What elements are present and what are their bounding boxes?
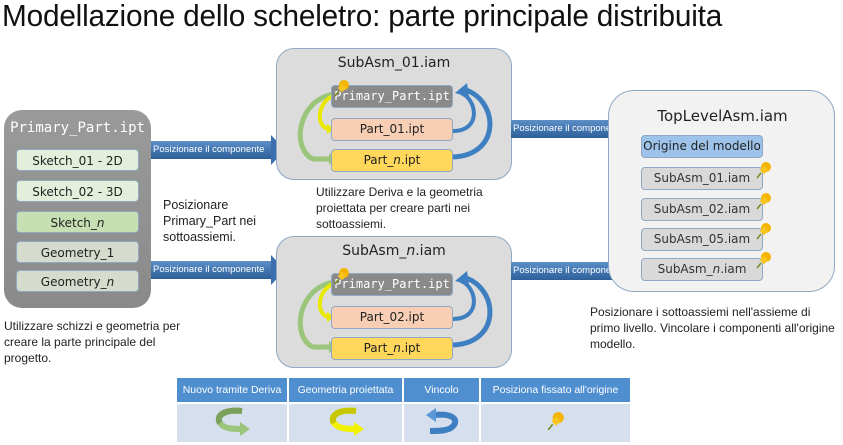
subassembly-title-suffix: .iam bbox=[415, 243, 446, 259]
item-label: Geometry_1 bbox=[40, 246, 115, 260]
pushpin-icon bbox=[334, 80, 349, 97]
geometry-1-item[interactable]: Geometry_1 bbox=[16, 241, 139, 263]
part-n-prefix: Part_ bbox=[363, 153, 394, 167]
projected-curve-icon bbox=[318, 93, 336, 131]
constraint-curve-icon-2 bbox=[452, 86, 493, 160]
legend-header-projected: Geometria proiettata bbox=[288, 378, 404, 403]
place-component-arrow-bottom-left: Posizionare il componente bbox=[151, 255, 285, 285]
part-n-item[interactable]: Part_n.ipt bbox=[331, 149, 453, 172]
part-n-suffix: .ipt bbox=[400, 341, 421, 355]
part-n-prefix: Part_ bbox=[363, 341, 394, 355]
legend-header-derive: Nuovo tramite Deriva bbox=[177, 378, 289, 403]
pushpin-icon bbox=[334, 268, 349, 285]
top-level-description: Posizionare i sottoassiemi nell'assieme … bbox=[590, 305, 835, 351]
model-origin-item[interactable]: Origine del modello bbox=[641, 135, 763, 158]
legend-header-constraint: Vincolo bbox=[403, 378, 481, 403]
subassembly-n-panel: SubAsm_n.iam Primary_Part.ipt Part_02.ip… bbox=[276, 236, 512, 368]
legend-header-grounded: Posiziona fissato all'origine bbox=[480, 378, 630, 403]
pushpin-icon bbox=[756, 252, 771, 269]
item-label-italic: n bbox=[106, 275, 115, 289]
item-label: Geometry_ bbox=[40, 275, 107, 289]
pushpin-icon bbox=[547, 411, 564, 430]
subassembly-title: SubAsm_n.iam bbox=[277, 243, 511, 259]
place-component-arrow-top-left: Posizionare il componente bbox=[151, 135, 285, 165]
arrow-label: Posizionare il componente bbox=[511, 120, 627, 138]
page-title: Modellazione dello scheletro: parte prin… bbox=[2, 0, 723, 33]
item-label: Sketch_ bbox=[50, 216, 97, 230]
relationship-curves bbox=[297, 83, 493, 165]
middle-note: Posizionare Primary_Part nei sottoassiem… bbox=[163, 198, 257, 244]
item-label-italic: n bbox=[712, 262, 721, 276]
subassembly-description: Utilizzare Deriva e la geometria proiett… bbox=[316, 185, 483, 231]
item-label: SubAsm_05.iam bbox=[653, 232, 751, 246]
derive-curve-icon bbox=[297, 279, 336, 350]
sketch-01-item[interactable]: Sketch_01 - 2D bbox=[16, 149, 139, 171]
item-label: SubAsm_02.iam bbox=[653, 202, 751, 216]
primary-part-instance[interactable]: Primary_Part.ipt bbox=[331, 85, 453, 108]
part-n-italic: n bbox=[393, 153, 401, 167]
constraint-curve-icon bbox=[452, 279, 476, 321]
arrow-label: Posizionare il componente bbox=[151, 261, 273, 279]
arrow-label: Posizionare il componente bbox=[151, 141, 273, 159]
subassembly-01-panel: SubAsm_01.iam Primary_Part.ipt Part_01.i… bbox=[276, 48, 512, 180]
part-n-item[interactable]: Part_n.ipt bbox=[331, 337, 453, 360]
part-n-suffix: .ipt bbox=[400, 153, 421, 167]
pushpin-icon bbox=[756, 223, 771, 240]
derive-curve-icon bbox=[297, 91, 336, 162]
subassembly-title-italic: n bbox=[406, 243, 416, 259]
primary-part-panel: Primary_Part.ipt Sketch_01 - 2D Sketch_0… bbox=[4, 110, 151, 308]
top-subasm-05-item[interactable]: SubAsm_05.iam bbox=[641, 228, 763, 251]
top-subasm-01-item[interactable]: SubAsm_01.iam bbox=[641, 167, 763, 190]
item-label-italic: n bbox=[96, 216, 105, 230]
primary-part-title: Primary_Part.ipt bbox=[10, 120, 145, 136]
primary-part-instance[interactable]: Primary_Part.ipt bbox=[331, 273, 453, 296]
legend-table: Nuovo tramite Deriva Geometria proiettat… bbox=[177, 378, 630, 442]
part-02-item[interactable]: Part_02.ipt bbox=[331, 306, 453, 329]
part-n-italic: n bbox=[393, 341, 401, 355]
legend-cell-derive bbox=[177, 402, 289, 442]
yellow-projected-arrow-icon bbox=[329, 407, 364, 436]
part-01-item[interactable]: Part_01.ipt bbox=[331, 118, 453, 141]
top-subasm-n-item[interactable]: SubAsm_n.iam bbox=[641, 258, 763, 281]
primary-part-description: Utilizzare schizzi e geometria per crear… bbox=[4, 319, 181, 365]
sketch-02-item[interactable]: Sketch_02 - 3D bbox=[16, 180, 139, 202]
item-label: SubAsm_01.iam bbox=[653, 171, 751, 185]
top-level-title: TopLevelAsm.iam bbox=[657, 107, 788, 125]
constraint-arrowhead-icon bbox=[455, 83, 469, 97]
item-label: Sketch_01 - 2D bbox=[32, 154, 123, 168]
item-label: SubAsm_ bbox=[657, 262, 713, 276]
arrow-label: Posizionare il componente bbox=[511, 262, 627, 280]
subassembly-title-text: SubAsm_ bbox=[342, 243, 407, 259]
geometry-n-item[interactable]: Geometry_n bbox=[16, 270, 139, 292]
blue-constraint-arrow-icon bbox=[425, 407, 458, 434]
legend-cell-projected bbox=[288, 402, 404, 442]
projected-curve-icon bbox=[318, 281, 336, 319]
legend-cell-constraint bbox=[403, 402, 481, 442]
green-derive-arrow-icon bbox=[215, 407, 250, 436]
item-label-suffix: .iam bbox=[720, 262, 747, 276]
subassembly-title-text: SubAsm_01.iam bbox=[337, 55, 451, 71]
legend-cell-grounded bbox=[480, 402, 630, 442]
top-subasm-02-item[interactable]: SubAsm_02.iam bbox=[641, 198, 763, 221]
constraint-arrowhead-icon bbox=[455, 271, 469, 285]
item-label: Sketch_02 - 3D bbox=[32, 185, 123, 199]
pushpin-icon bbox=[756, 162, 771, 179]
relationship-curves bbox=[297, 271, 493, 353]
constraint-curve-icon-2 bbox=[452, 274, 493, 348]
top-level-assembly-panel: TopLevelAsm.iam Origine del modello SubA… bbox=[608, 90, 835, 292]
subassembly-title: SubAsm_01.iam bbox=[277, 55, 511, 71]
constraint-curve-icon bbox=[452, 91, 476, 133]
pushpin-icon bbox=[756, 193, 771, 210]
sketch-n-item[interactable]: Sketch_n bbox=[16, 211, 139, 233]
